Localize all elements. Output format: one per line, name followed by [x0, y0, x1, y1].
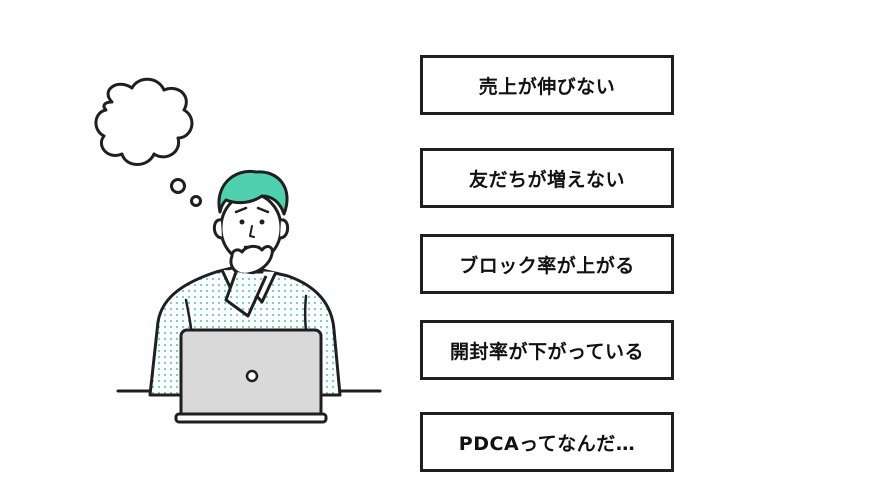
concern-label: ブロック率が上がる — [459, 254, 635, 277]
concern-pdca-unknown: PDCAってなんだ… — [420, 412, 674, 472]
concern-label: 売上が伸びない — [478, 75, 616, 98]
concern-friends-not-increasing: 友だちが増えない — [420, 148, 674, 208]
concern-sales-not-growing: 売上が伸びない — [420, 55, 674, 115]
thought-bubble — [94, 77, 202, 207]
concern-label: 開封率が下がっている — [449, 340, 645, 363]
laptop-logo-icon — [245, 369, 259, 383]
concern-open-rate-falling: 開封率が下がっている — [420, 320, 674, 380]
worried-man-illustration — [94, 77, 382, 424]
concern-block-rate-rising: ブロック率が上がる — [420, 234, 674, 294]
concern-label: 友だちが増えない — [468, 168, 625, 191]
laptop — [174, 328, 328, 424]
concern-label: PDCAってなんだ… — [458, 432, 636, 455]
hand-on-chin — [224, 244, 274, 318]
